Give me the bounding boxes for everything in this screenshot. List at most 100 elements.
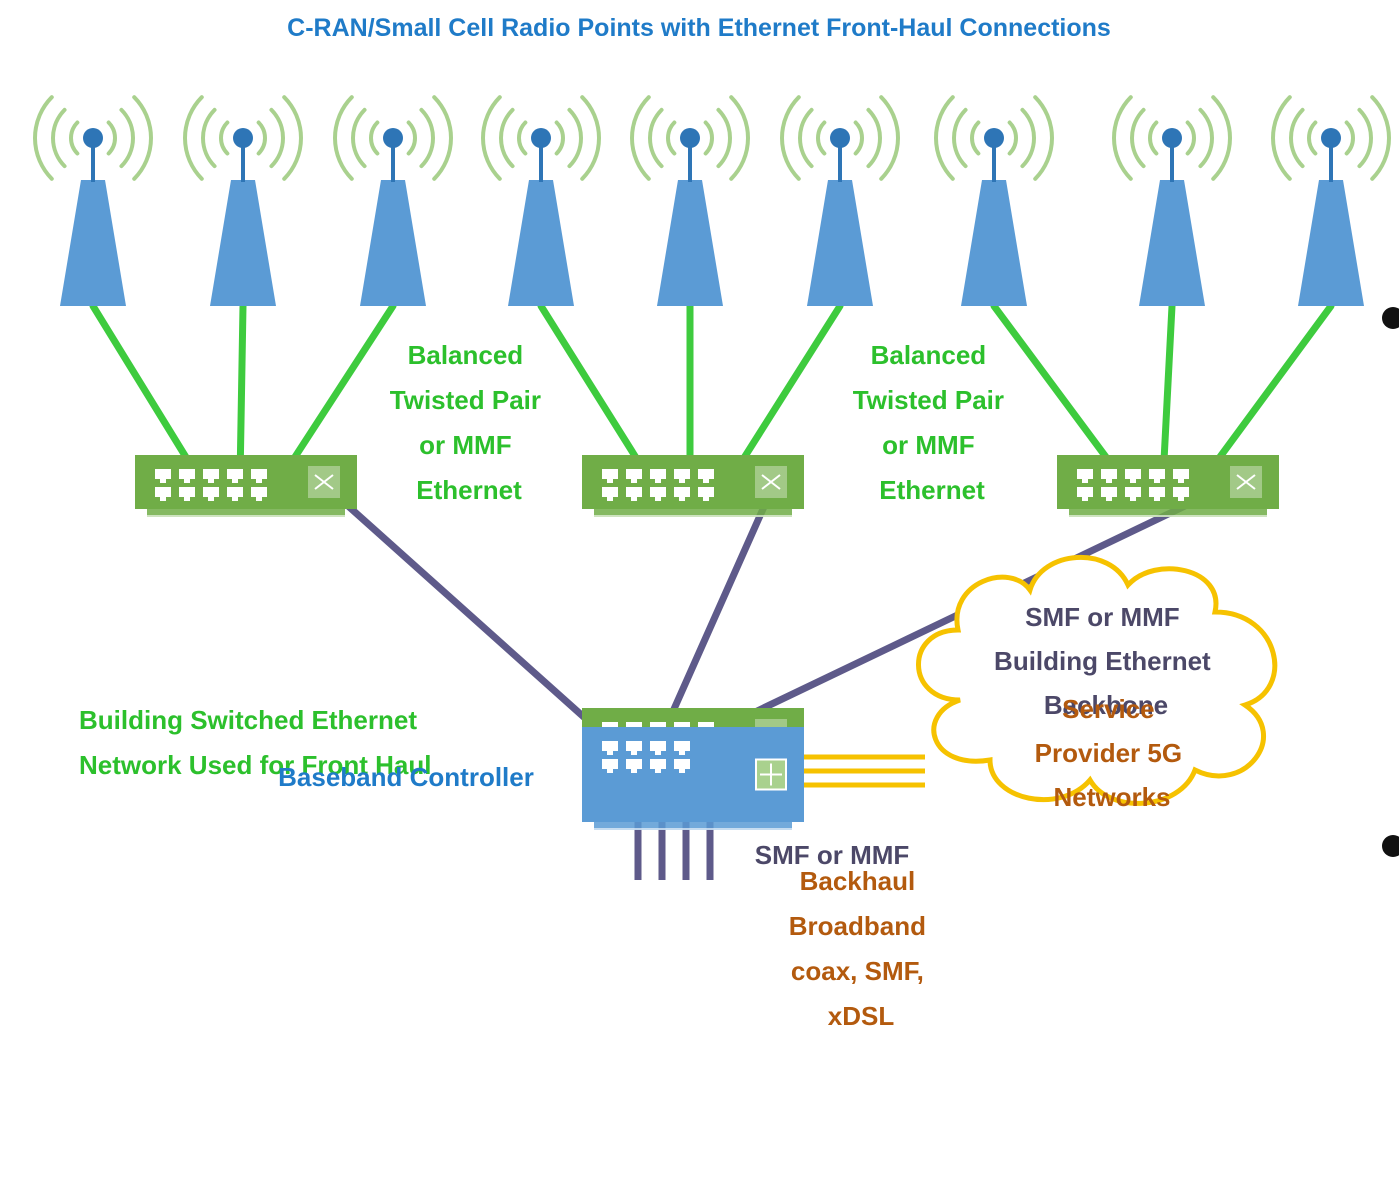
- signal-wave-arc: [666, 120, 677, 156]
- signal-wave-arc: [703, 120, 714, 156]
- switch-port-tab: [208, 497, 214, 501]
- signal-wave-arc: [866, 107, 882, 169]
- switch-port: [602, 741, 618, 751]
- switch-port-tab: [631, 479, 637, 483]
- signal-wave-arc: [934, 95, 955, 181]
- switch-port: [626, 741, 642, 751]
- twisted-pair-link: [236, 302, 247, 484]
- diagram-title: C-RAN/Small Cell Radio Points with Ether…: [287, 14, 1111, 42]
- signal-wave-arc: [1370, 95, 1391, 181]
- switch-body: [135, 455, 357, 509]
- signal-wave-arc: [351, 107, 367, 169]
- switch-port-tab: [607, 479, 613, 483]
- antenna-tower-icon: [508, 128, 574, 306]
- switch-port-tab: [607, 497, 613, 501]
- switch-port-tab: [631, 497, 637, 501]
- signal-wave-arc: [1185, 120, 1196, 156]
- switch-port: [698, 487, 714, 497]
- service-provider-line-1: Service: [1062, 694, 1155, 724]
- antenna-tip: [233, 128, 253, 148]
- switch-port-tab: [160, 479, 166, 483]
- antenna-mast: [961, 180, 1027, 306]
- antenna-tip: [83, 128, 103, 148]
- antenna-mast: [360, 180, 426, 306]
- switch-port: [1101, 469, 1117, 479]
- antenna-mast: [60, 180, 126, 306]
- signal-wave-arc: [1007, 120, 1018, 156]
- twisted-pair-link: [990, 302, 1127, 484]
- twisted-pair-link: [726, 302, 844, 484]
- twisted-pair-right-line-3: or MMF: [882, 430, 974, 460]
- antenna-tower-icon: [1298, 128, 1364, 306]
- switch-port: [674, 487, 690, 497]
- antenna-tip: [531, 128, 551, 148]
- antenna-tower-icon: [210, 128, 276, 306]
- switch-port-tab: [1130, 479, 1136, 483]
- switch-port: [698, 469, 714, 479]
- switch-base: [1069, 509, 1267, 517]
- switch-port-tab: [1178, 497, 1184, 501]
- switch-port-tab: [184, 497, 190, 501]
- switch-port-tab: [607, 751, 613, 755]
- switch-port: [1077, 487, 1093, 497]
- switch-port-tab: [232, 479, 238, 483]
- antenna-mast: [1298, 180, 1364, 306]
- signal-wave-arc: [1271, 95, 1292, 181]
- switch-port: [1077, 469, 1093, 479]
- baseband-controller-label: Baseband Controller: [278, 762, 534, 792]
- switch-port: [602, 487, 618, 497]
- antenna-tower-icon: [657, 128, 723, 306]
- antenna-mast: [657, 180, 723, 306]
- switch-port: [626, 487, 642, 497]
- switch-icon: [755, 466, 787, 498]
- switch-port-tab: [184, 479, 190, 483]
- switch-body: [1057, 455, 1279, 509]
- bullet-dot: [1382, 307, 1399, 329]
- backhaul-line-2: Broadband: [789, 911, 926, 941]
- backbone-line-3: Backbone: [1044, 690, 1168, 720]
- signal-wave-arc: [567, 107, 583, 169]
- signal-wave-arc: [1211, 95, 1232, 181]
- ethernet-switch-icon: [1057, 455, 1279, 517]
- antenna-tower-icon: [807, 128, 873, 306]
- antenna-tip: [984, 128, 1004, 148]
- switch-body: [582, 455, 804, 509]
- signal-wave-arc: [132, 95, 153, 181]
- service-provider-line-3: Networks: [1053, 782, 1170, 812]
- backhaul-links: [795, 754, 925, 788]
- switch-port: [1125, 469, 1141, 479]
- signal-wave-arc: [853, 120, 864, 156]
- bullet-dot: [1382, 835, 1399, 857]
- switch-port-tab: [679, 769, 685, 773]
- signal-wave-arc: [419, 107, 435, 169]
- switch-port-tab: [1082, 479, 1088, 483]
- twisted-pair-link: [1159, 302, 1176, 484]
- antenna-tower-icon: [1139, 128, 1205, 306]
- switch-port: [650, 487, 666, 497]
- antenna-mast: [210, 180, 276, 306]
- switch-port: [650, 741, 666, 751]
- backhaul-line-4: xDSL: [828, 1001, 895, 1031]
- signal-wave-arc: [69, 120, 80, 156]
- switch-port-tab: [655, 479, 661, 483]
- ethernet-switch-icon: [135, 455, 357, 517]
- switch-port: [227, 469, 243, 479]
- backbone-line-2: Building Ethernet: [994, 646, 1211, 676]
- switched-network-line-1: Building Switched Ethernet: [79, 705, 417, 735]
- service-provider-line-2: Provider 5G: [1035, 738, 1182, 768]
- switch-group: [135, 455, 1279, 830]
- twisted-pair-left-line-2: Twisted Pair: [390, 385, 541, 415]
- switch-port-tab: [1130, 497, 1136, 501]
- switch-port-tab: [160, 497, 166, 501]
- antenna-tip: [680, 128, 700, 148]
- switch-port: [650, 469, 666, 479]
- signal-wave-arc: [1289, 107, 1305, 169]
- signal-wave-arc: [816, 120, 827, 156]
- switch-port-tab: [655, 497, 661, 501]
- antenna-mast: [1139, 180, 1205, 306]
- switch-port-tab: [1154, 497, 1160, 501]
- antenna-tip: [383, 128, 403, 148]
- switch-port: [1101, 487, 1117, 497]
